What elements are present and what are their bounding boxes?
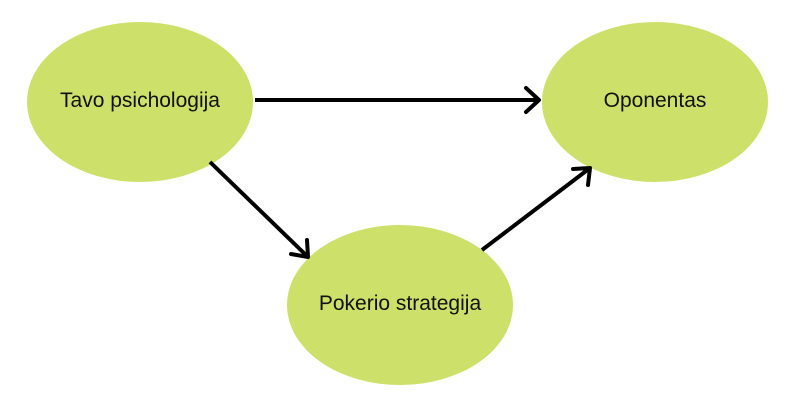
node-label-opponent: Oponentas xyxy=(603,89,707,112)
node-label-psychology: Tavo psichologija xyxy=(60,89,220,112)
arrowhead-psychology-to-opponent xyxy=(524,86,541,114)
node-psychology xyxy=(27,22,253,182)
arrowhead-psychology-to-strategy xyxy=(289,238,310,259)
node-opponent xyxy=(542,22,768,182)
arrowhead-strategy-to-opponent xyxy=(571,166,592,187)
node-label-strategy: Pokerio strategija xyxy=(318,292,482,315)
edge-strategy-to-opponent xyxy=(480,166,592,252)
edge-psychology-to-strategy xyxy=(208,160,309,258)
node-strategy xyxy=(287,225,513,385)
